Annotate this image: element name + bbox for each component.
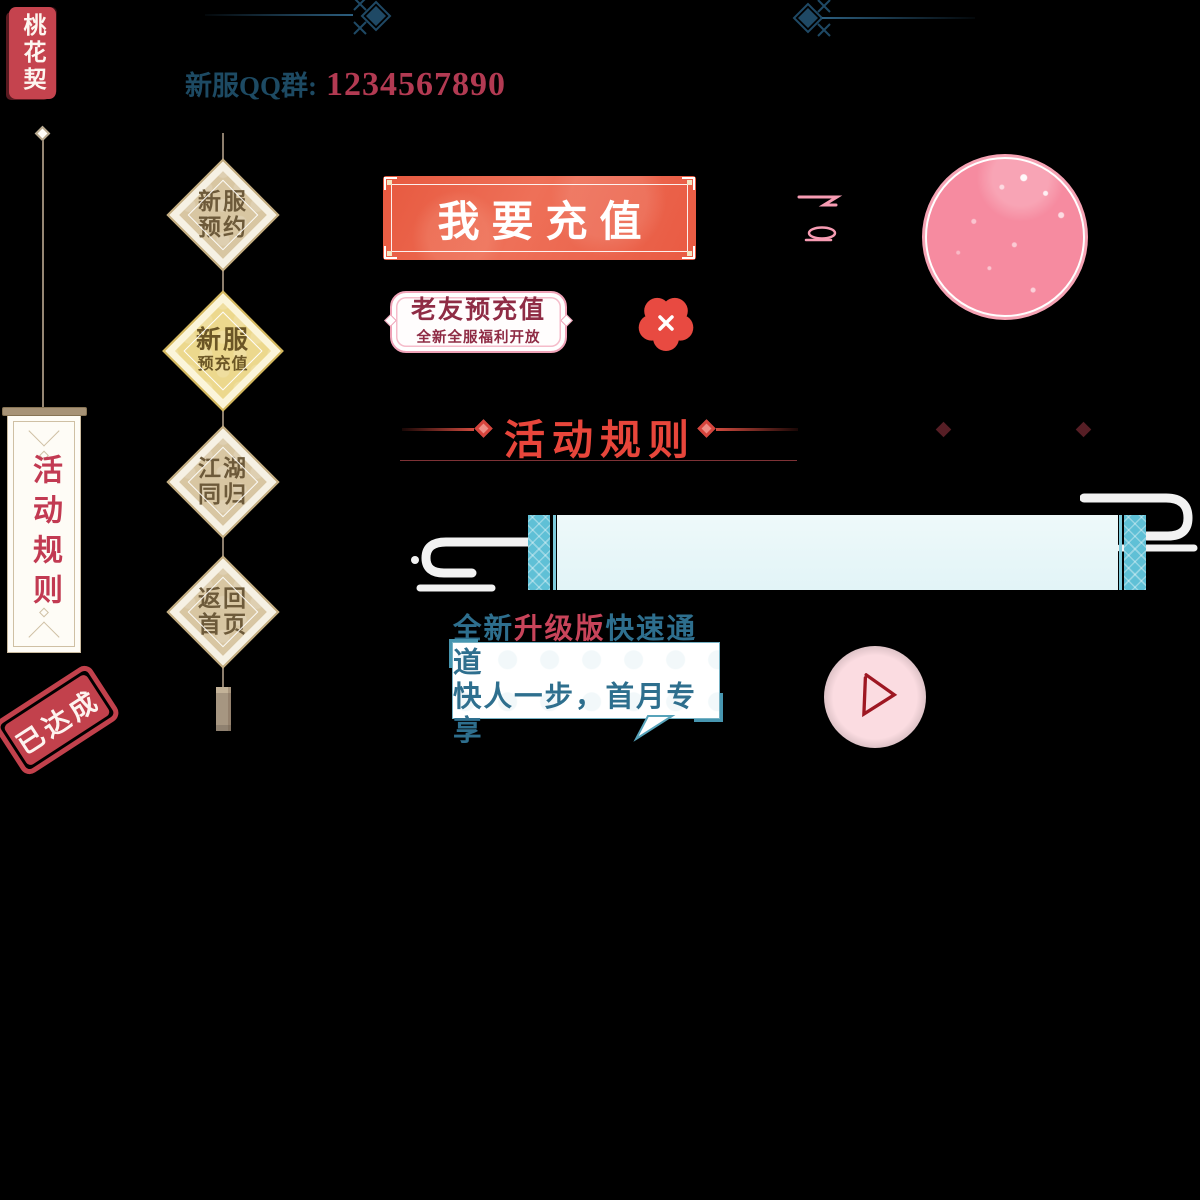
qq-group-row: 新服QQ群: 1234567890 (185, 64, 506, 104)
scroll-string (42, 140, 44, 408)
nav-item-label: 新服 预约 (198, 188, 248, 240)
scroll-rod (2, 407, 87, 416)
recharge-button[interactable]: 我要充值 (383, 176, 696, 260)
rules-divider-left (402, 428, 474, 431)
bubble-tail-icon (633, 715, 676, 742)
nav-item-label: 新服 预充值 (195, 327, 250, 374)
banner-trim-line (553, 515, 556, 590)
nav-item-new-server-precharge[interactable]: 新服 预充值 (162, 290, 284, 412)
callout-part1: 全新 (453, 613, 515, 645)
pill-notch-icon (384, 314, 397, 327)
nav-item-new-server-reserve[interactable]: 新服 预约 (166, 158, 280, 272)
game-title: 桃花契 (20, 12, 45, 94)
side-rules-title: 活动规则 (28, 454, 61, 614)
pill-title: 老友预充值 (410, 296, 546, 324)
qq-group-label: 新服QQ群: (185, 71, 317, 101)
scroll-frame (13, 415, 75, 653)
scroll-string-ornament (34, 125, 51, 142)
corner-bracket-icon (682, 246, 695, 259)
rules-content-banner (557, 515, 1118, 590)
banner-end-cap (528, 515, 550, 590)
callout-line1: 全新升级版快速通道 (453, 613, 719, 681)
nav-item-jianghu-return[interactable]: 江湖 同归 (166, 425, 280, 539)
old-friend-precharge-button[interactable]: 老友预充值 全新全服福利开放 (384, 291, 573, 353)
rules-underline (400, 460, 797, 462)
rules-divider-right (716, 428, 798, 431)
recharge-button-label: 我要充值 (437, 199, 654, 246)
achieved-stamp-inner: 已达成 (2, 673, 112, 767)
rules-diamond-icon (697, 419, 716, 438)
corner-bracket-icon (384, 246, 397, 259)
diamond-knot-icon (792, 0, 831, 37)
rules-diamond-icon (1075, 421, 1092, 438)
recharge-button-border (391, 184, 688, 252)
corner-bracket-icon (682, 177, 695, 190)
qq-group-number: 1234567890 (326, 66, 506, 103)
pill-notch-icon (560, 314, 573, 327)
nav-item-label: 返回 首页 (198, 585, 248, 637)
header-divider-right (822, 17, 975, 19)
pink-cloud-line-icon (804, 226, 837, 242)
nav-item-back-home[interactable]: 返回 首页 (166, 555, 280, 669)
fast-channel-callout: 全新升级版快速通道 快人一步，首月专享 (449, 614, 723, 747)
pink-cloud-line-icon (797, 195, 843, 207)
diamond-knot-icon (353, 0, 392, 35)
play-video-button[interactable] (824, 646, 926, 748)
callout-part2-highlight: 升级版 (514, 613, 606, 645)
banner-trim-line (1119, 515, 1122, 590)
plum-blossom-icon (638, 297, 694, 351)
pink-moon-circle (925, 157, 1085, 317)
achieved-stamp: 已达成 (0, 662, 123, 778)
nav-tassel (216, 687, 231, 731)
side-rules-banner: 活动规则 (7, 415, 81, 653)
play-icon (862, 673, 898, 718)
rules-diamond-icon (474, 419, 493, 438)
rules-diamond-icon (935, 421, 952, 438)
corner-bracket-icon (384, 177, 397, 190)
header-divider-left (205, 14, 353, 16)
game-logo-seal: 桃花契 (9, 7, 56, 99)
rules-title: 活动规则 (504, 417, 696, 463)
cloud-swirl-icon (411, 537, 535, 592)
pill-subtitle: 全新全服福利开放 (416, 330, 541, 347)
achieved-stamp-text: 已达成 (11, 684, 106, 761)
banner-end-cap (1124, 515, 1146, 590)
nav-item-label: 江湖 同归 (198, 455, 248, 507)
callout-line2: 快人一步，首月专享 (453, 681, 698, 747)
